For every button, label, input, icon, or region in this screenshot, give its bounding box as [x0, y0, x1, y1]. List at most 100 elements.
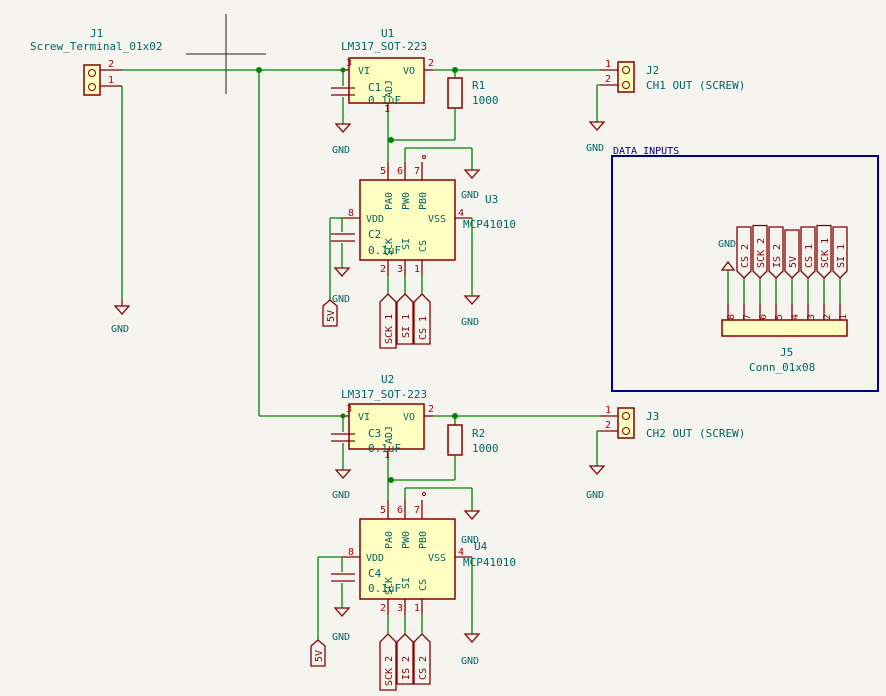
j5-pin-1: 1SI 1 — [832, 226, 849, 320]
j1-pin2: 2 — [108, 59, 114, 70]
svg-text:GND: GND — [332, 294, 350, 305]
c1-capacitor[interactable]: C1 0.1uF — [331, 70, 401, 124]
svg-text:2: 2 — [822, 314, 833, 320]
u4-digipot[interactable]: U4 MCP41010 VDD VSS PA0 PW0 PB0 SCK SI C… — [342, 500, 516, 615]
c2-capacitor[interactable]: C2 0.1uF — [331, 218, 401, 268]
j5-net-label: SCK 2 — [756, 238, 767, 268]
svg-text:C2: C2 — [368, 228, 381, 241]
svg-text:0.1uF: 0.1uF — [368, 582, 401, 595]
j5-pin-7: 7CS 2 — [736, 226, 753, 320]
svg-text:7: 7 — [414, 166, 420, 177]
gnd-symbol-u3-vss: GND — [461, 295, 481, 328]
svg-text:1: 1 — [384, 450, 390, 461]
svg-text:J2: J2 — [646, 64, 659, 77]
svg-text:6: 6 — [397, 166, 403, 177]
gnd-symbol-c1: GND — [332, 123, 352, 156]
svg-text:U2: U2 — [381, 373, 394, 386]
svg-text:2: 2 — [428, 58, 434, 69]
gnd-symbol-u4-vss: GND — [461, 633, 481, 667]
svg-text:PA0: PA0 — [384, 531, 395, 549]
j3-ch2-out[interactable]: 1 2 J3 CH2 OUT (SCREW) — [600, 405, 745, 440]
svg-text:J3: J3 — [646, 410, 659, 423]
svg-text:CS: CS — [418, 579, 429, 591]
svg-text:R1: R1 — [472, 79, 485, 92]
c3-capacitor[interactable]: C3 0.1uF — [331, 416, 401, 470]
gnd-symbol-c4: GND — [332, 607, 351, 643]
svg-text:4: 4 — [458, 208, 464, 219]
svg-text:2: 2 — [380, 603, 386, 614]
j1-ref: J1 — [90, 27, 103, 40]
u1-value: LM317_SOT-223 — [341, 40, 427, 53]
gnd-symbol-c2: GND — [332, 267, 351, 305]
svg-text:SI: SI — [401, 238, 412, 250]
svg-text:U4: U4 — [474, 540, 488, 553]
data-inputs-box: DATA INPUTS — [611, 146, 879, 392]
svg-text:GND: GND — [461, 535, 479, 546]
svg-text:5: 5 — [380, 166, 386, 177]
j5-net-label: CS 2 — [740, 244, 751, 268]
svg-text:VDD: VDD — [366, 553, 384, 564]
svg-text:8: 8 — [726, 314, 737, 320]
j1-screw-terminal[interactable]: J1 Screw_Terminal_01x02 2 1 — [30, 27, 162, 96]
j5-connector[interactable]: J5 Conn_01x08 — [721, 319, 848, 374]
svg-text:MCP41010: MCP41010 — [463, 218, 516, 231]
svg-text:GND: GND — [586, 143, 604, 154]
svg-text:GND: GND — [586, 490, 604, 501]
gnd-symbol-j1: GND — [111, 300, 131, 335]
gnd-symbol-j3: GND — [586, 465, 606, 501]
svg-text:1: 1 — [414, 603, 420, 614]
svg-text:PB0: PB0 — [418, 192, 429, 210]
j5-net-label: GND — [718, 239, 736, 250]
svg-text:GND: GND — [111, 324, 129, 335]
svg-text:J5: J5 — [780, 346, 793, 359]
svg-text:GND: GND — [332, 145, 350, 156]
svg-text:2: 2 — [605, 74, 611, 85]
svg-text:3: 3 — [397, 603, 403, 614]
svg-text:R2: R2 — [472, 427, 485, 440]
svg-text:LM317_SOT-223: LM317_SOT-223 — [341, 388, 427, 401]
gnd-symbol-c3: GND — [332, 469, 352, 501]
svg-text:1000: 1000 — [472, 442, 499, 455]
svg-text:GND: GND — [332, 632, 350, 643]
u1-regulator[interactable]: U1 LM317_SOT-223 VI VO ADJ 3 2 1 — [340, 27, 434, 115]
svg-text:2: 2 — [380, 264, 386, 275]
svg-text:2: 2 — [428, 404, 434, 415]
svg-text:8: 8 — [348, 208, 354, 219]
j1-pin1: 1 — [108, 75, 114, 86]
j2-ch1-out[interactable]: 1 2 J2 CH1 OUT (SCREW) — [600, 59, 745, 93]
gnd-symbol-u4-pb0: GND — [461, 510, 481, 546]
c4-capacitor[interactable]: C4 0.1uF — [331, 557, 401, 608]
svg-text:VI: VI — [358, 412, 370, 423]
svg-text:5V: 5V — [326, 310, 337, 322]
svg-text:CH1 OUT (SCREW): CH1 OUT (SCREW) — [646, 79, 745, 92]
cursor-crosshair — [186, 14, 266, 94]
svg-text:C1: C1 — [368, 81, 381, 94]
labels-spi2: SCK 2 IS 2 CS 2 — [379, 615, 431, 691]
svg-text:SI 1: SI 1 — [401, 314, 412, 338]
j5-pin-4: 4 5V — [784, 229, 801, 320]
svg-text:IS 2: IS 2 — [401, 656, 412, 680]
svg-text:3: 3 — [346, 404, 352, 415]
svg-text:SCK 2: SCK 2 — [384, 656, 395, 686]
j5-pin-3: 3CS 1 — [800, 226, 817, 320]
r2-resistor[interactable]: R2 1000 — [447, 416, 499, 480]
svg-text:SCK: SCK — [384, 238, 395, 256]
svg-text:VO: VO — [403, 412, 415, 423]
gnd-symbol-j2: GND — [586, 121, 606, 154]
svg-text:4: 4 — [790, 314, 801, 320]
svg-text:1: 1 — [384, 104, 390, 115]
j5-net-label: IS 2 — [772, 244, 783, 268]
r1-resistor[interactable]: R1 1000 — [447, 70, 499, 140]
svg-text:SCK 1: SCK 1 — [384, 314, 395, 344]
svg-text:7: 7 — [414, 505, 420, 516]
svg-text:C4: C4 — [368, 567, 382, 580]
u2-regulator[interactable]: U2 LM317_SOT-223 VI VO ADJ 3 2 1 — [340, 373, 434, 461]
u3-digipot[interactable]: U3 MCP41010 VDD VSS PA0 PW0 PB0 SCK SI C… — [342, 162, 516, 276]
svg-text:1: 1 — [414, 264, 420, 275]
j5-net-label: 5V — [788, 256, 799, 268]
svg-text:SCK: SCK — [384, 577, 395, 595]
labels-spi1: SCK 1 SI 1 CS 1 — [379, 276, 431, 349]
svg-text:Conn_01x08: Conn_01x08 — [749, 361, 815, 374]
svg-text:0.1uF: 0.1uF — [368, 94, 401, 107]
